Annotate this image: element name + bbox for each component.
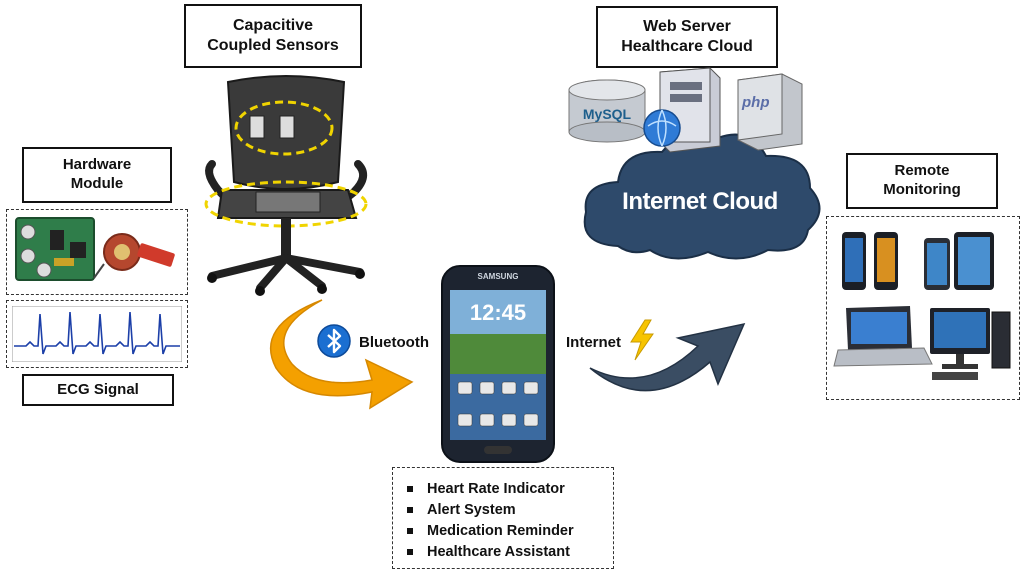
bullet-icon: [407, 485, 413, 492]
bluetooth-icon: [317, 324, 351, 358]
mysql-logo-text: MySQL: [582, 106, 632, 122]
feature-item-assistant: Healthcare Assistant: [407, 541, 613, 562]
internet-arrow: [589, 322, 746, 392]
bluetooth-arrow: [269, 299, 414, 410]
feature-label: Heart Rate Indicator: [427, 480, 565, 497]
lightning-icon: [630, 319, 654, 361]
smartphone-image: [441, 265, 555, 463]
bluetooth-label: Bluetooth: [359, 334, 429, 351]
remote-devices-frame: [826, 216, 1020, 400]
phone-clock-text: 12:45: [469, 300, 527, 325]
php-server-icon: [737, 73, 803, 151]
internet-label: Internet: [566, 334, 622, 351]
feature-label: Alert System: [427, 501, 516, 518]
ecg-waveform-image: [12, 306, 182, 362]
hardware-module-frame: [6, 209, 188, 295]
hardware-board-image: [15, 217, 175, 281]
feature-item-alert: Alert System: [407, 499, 613, 520]
feature-item-heart-rate: Heart Rate Indicator: [407, 478, 613, 499]
ecg-signal-label: ECG Signal: [22, 374, 174, 406]
internet-cloud-label: Internet Cloud: [622, 188, 778, 215]
mysql-database-icon: [568, 79, 646, 143]
bullet-icon: [407, 506, 413, 513]
app-features-list: Heart Rate Indicator Alert System Medica…: [392, 467, 614, 569]
remote-monitoring-label: Remote Monitoring: [846, 153, 998, 209]
phone-brand-text: SAMSUNG: [477, 272, 519, 281]
feature-label: Healthcare Assistant: [427, 543, 570, 560]
hardware-module-label: Hardware Module: [22, 147, 172, 203]
ecg-signal-frame: [6, 300, 188, 368]
office-chair-image: [204, 75, 368, 296]
php-logo-text: php: [742, 94, 770, 111]
feature-label: Medication Reminder: [427, 522, 574, 539]
web-server-tower-icon: [643, 67, 721, 153]
feature-item-medication: Medication Reminder: [407, 520, 613, 541]
remote-devices-image: [833, 232, 1011, 380]
capacitive-sensors-label: Capacitive Coupled Sensors: [184, 4, 362, 68]
internet-cloud-shape: [583, 133, 821, 260]
bullet-icon: [407, 527, 413, 534]
web-server-label: Web Server Healthcare Cloud: [596, 6, 778, 68]
bullet-icon: [407, 548, 413, 555]
